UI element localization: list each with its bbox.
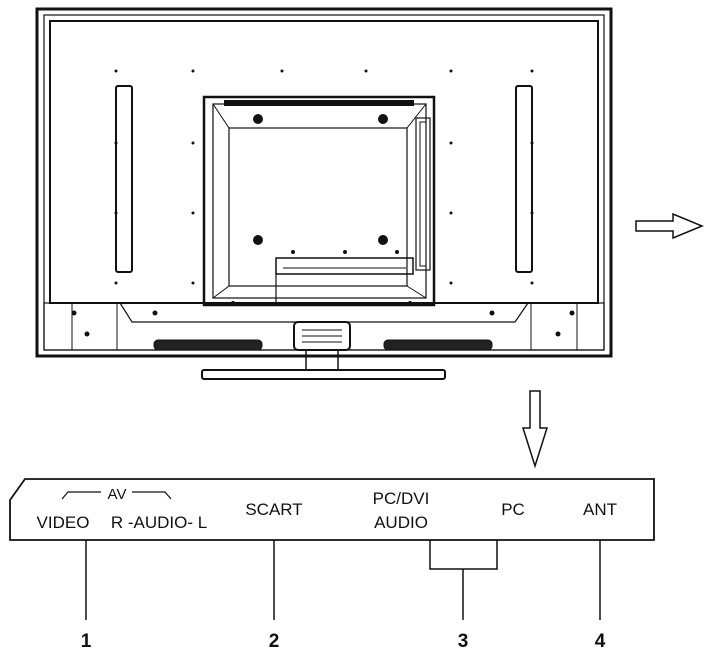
pc-dvi-label: PC/DVI: [373, 489, 430, 508]
ant-label: ANT: [583, 500, 617, 519]
callout-1: 1: [81, 631, 92, 652]
down-arrow-icon: [521, 390, 549, 469]
right-vent-slot: [515, 85, 533, 273]
left-vent-slot: [115, 85, 133, 273]
av-group-bracket: [61, 491, 172, 500]
scart-label: SCART: [245, 500, 302, 519]
right-arrow-icon: [635, 212, 704, 240]
right-speaker: [383, 339, 493, 351]
av-group-label: AV: [108, 486, 127, 503]
pc-label: PC: [501, 500, 525, 519]
screw-holes: [71, 69, 575, 337]
callout-4: 4: [595, 631, 606, 652]
left-speaker: [153, 339, 263, 351]
pc-dvi-audio-label: AUDIO: [374, 513, 428, 532]
callout-2: 2: [269, 631, 280, 652]
tv-stand-base: [201, 369, 446, 380]
audio-label: R -AUDIO- L: [111, 513, 207, 532]
mounting-bay: [202, 95, 436, 307]
callout-3: 3: [458, 631, 469, 652]
video-label: VIDEO: [37, 513, 90, 532]
speaker-grilles: [153, 339, 493, 351]
tv-outer-frame: [35, 7, 613, 358]
connector-panel: [9, 478, 655, 541]
leader-line-3: [429, 540, 498, 620]
tv-back-view: [35, 7, 613, 380]
leader-lines: [85, 540, 601, 620]
